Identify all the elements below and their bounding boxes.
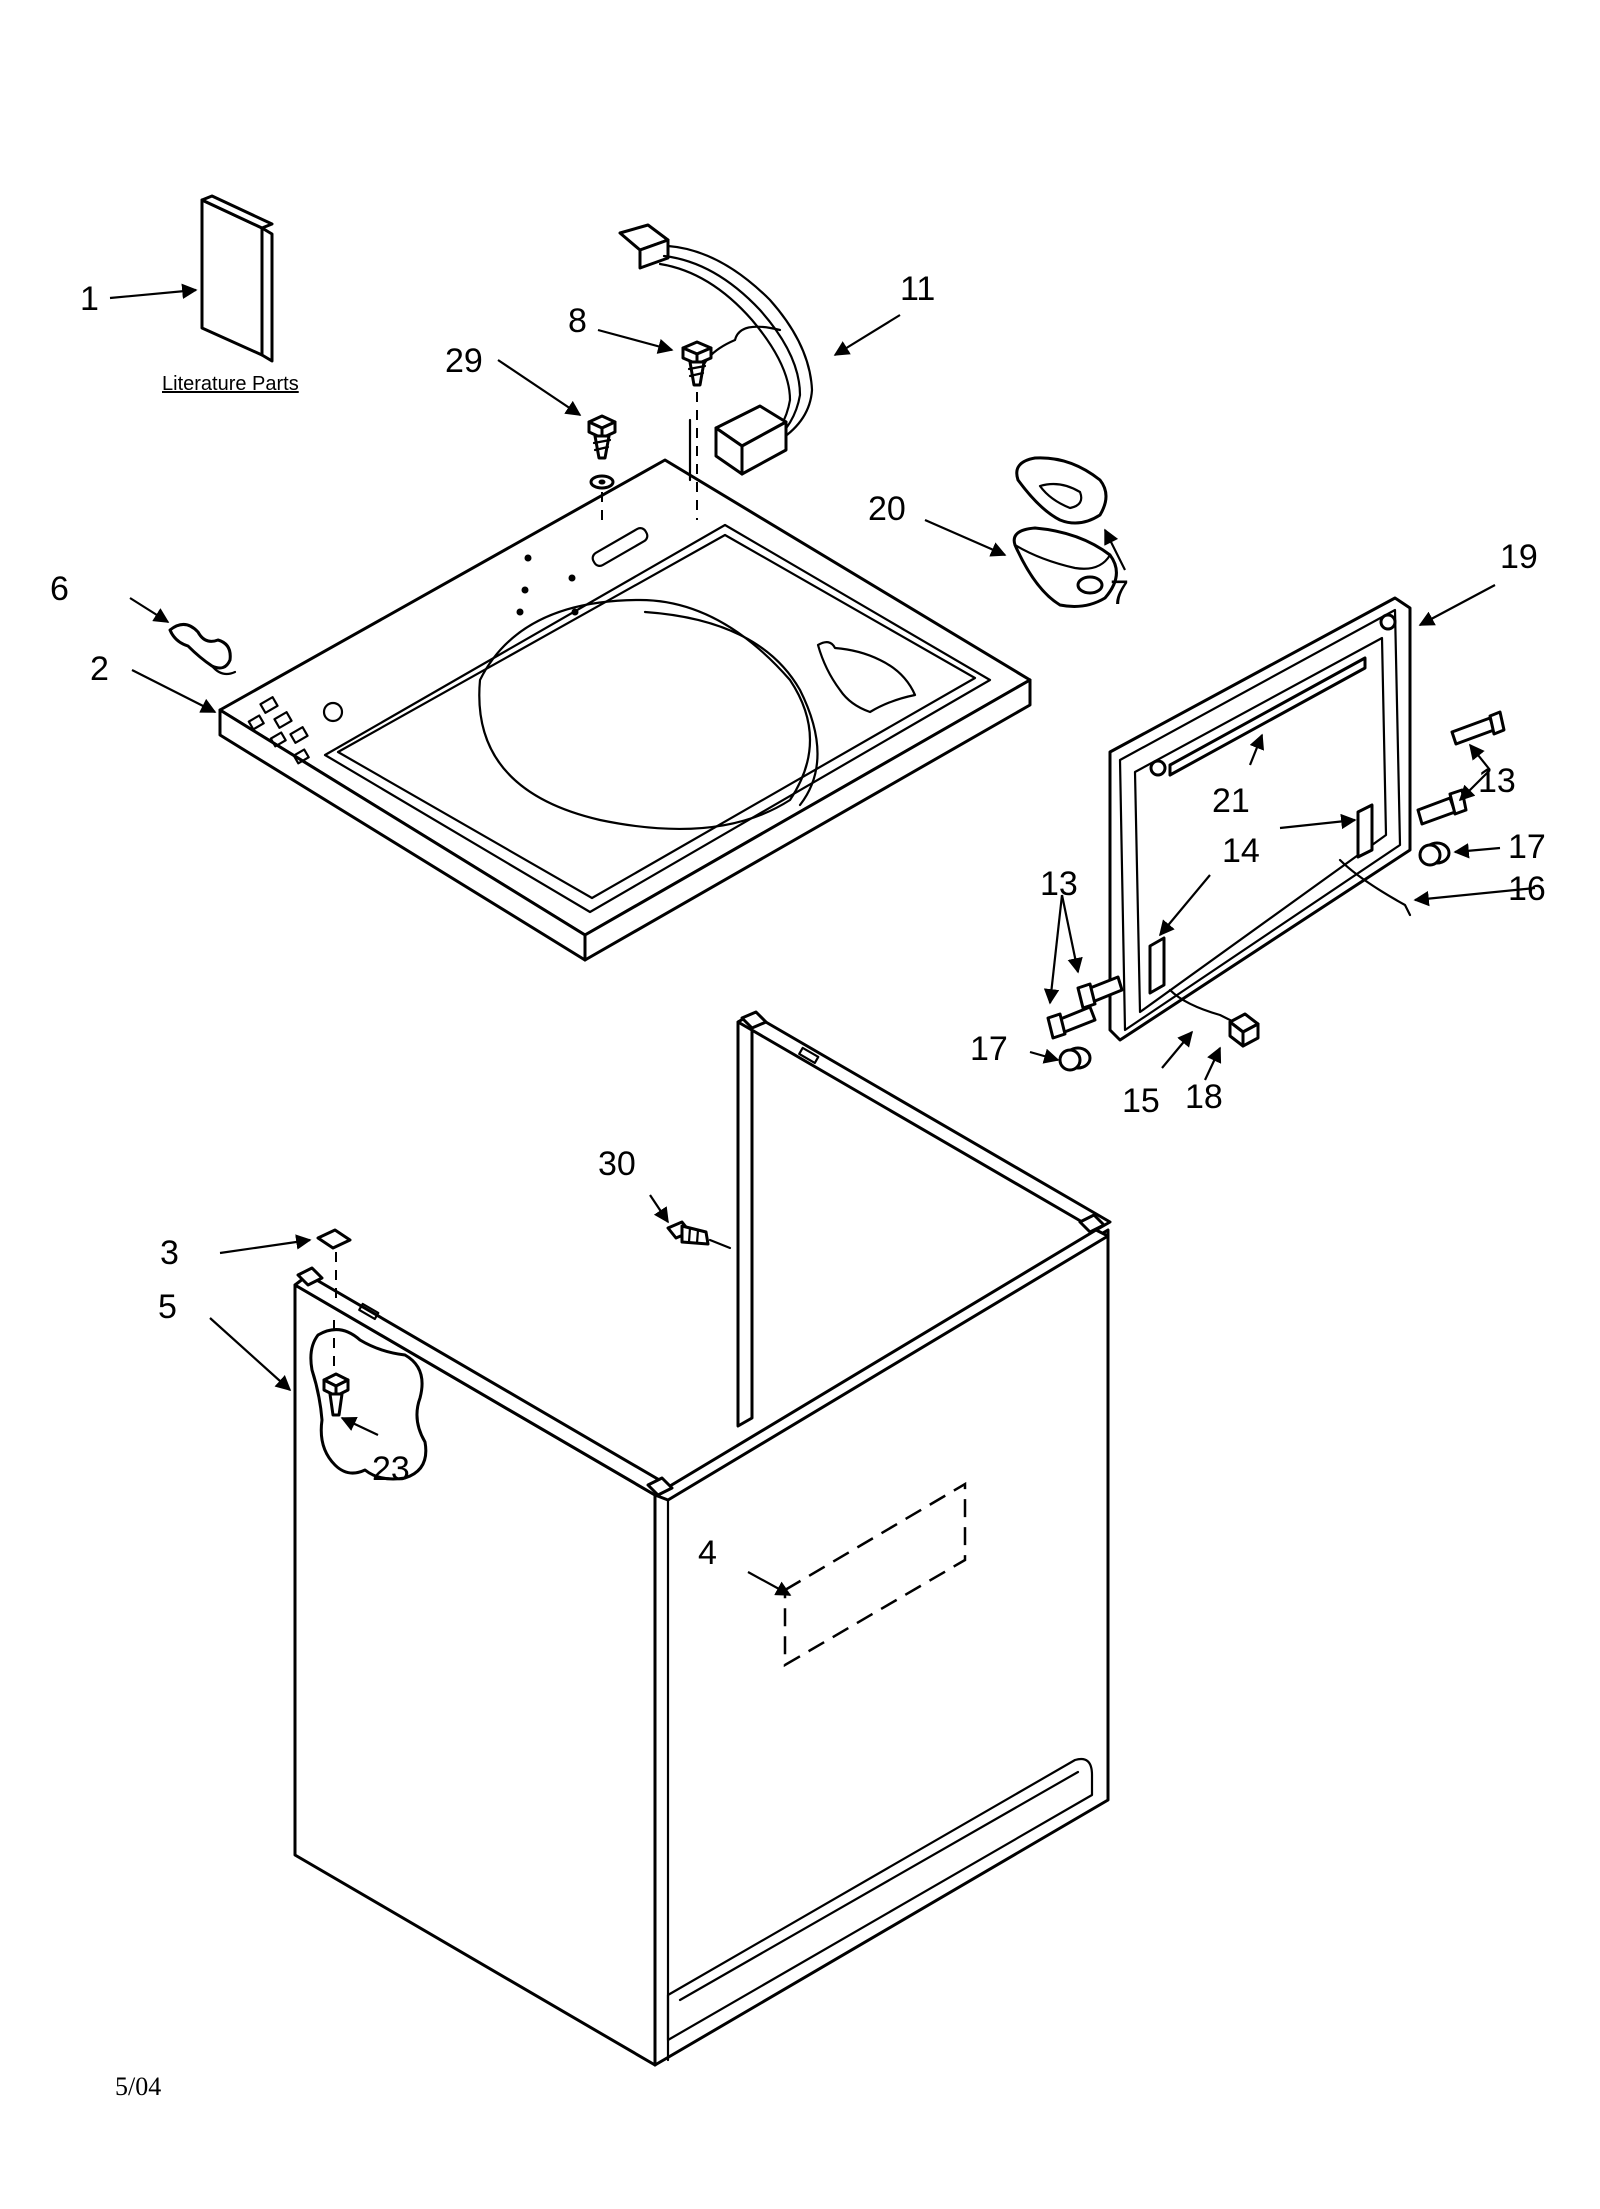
callout-6: 6 <box>50 570 69 608</box>
cabinet-cutaway-part-23 <box>309 1320 428 1481</box>
washer-top-panel <box>218 458 1032 962</box>
dispenser-cup-part-7 <box>1015 456 1108 525</box>
lid-switch-wire-harness <box>618 223 814 482</box>
callout-15: 15 <box>1122 1082 1160 1120</box>
literature-parts-booklet <box>200 194 274 363</box>
screw-part-13-lower-right <box>1416 788 1468 826</box>
revision-date: 5/04 <box>115 2072 161 2101</box>
callout-1: 1 <box>80 280 99 318</box>
callout-8: 8 <box>568 302 587 340</box>
callout-13-left: 13 <box>1040 865 1078 903</box>
screw-part-13-lower-left <box>1046 1005 1097 1040</box>
hinge-part-14-right <box>1356 803 1374 859</box>
callout-30: 30 <box>598 1145 636 1183</box>
callout-7: 7 <box>1110 574 1129 612</box>
screw-part-8 <box>681 340 713 520</box>
clip-part-3 <box>316 1228 352 1300</box>
bushing-part-17-right <box>1418 841 1451 867</box>
bushing-part-17-left <box>1058 1046 1092 1072</box>
literature-parts-label: Literature Parts <box>162 373 299 395</box>
hinge-part-14-left <box>1148 936 1166 995</box>
callout-17-left: 17 <box>970 1030 1008 1068</box>
callout-13-right: 13 <box>1478 762 1516 800</box>
callout-21: 21 <box>1212 782 1250 820</box>
dispenser-cup-part-20 <box>1012 526 1118 608</box>
screw-part-13-upper-right <box>1450 710 1506 746</box>
screw-part-29 <box>587 414 617 520</box>
callout-20: 20 <box>868 490 906 528</box>
lid-clip-part-6 <box>168 623 237 676</box>
washer-lid-part-19 <box>1108 596 1412 1042</box>
hinge-rod-part-16 <box>1338 858 1412 917</box>
bumper-part-18 <box>1228 1012 1260 1048</box>
callout-2: 2 <box>90 650 109 688</box>
callout-5: 5 <box>158 1288 177 1326</box>
callout-11: 11 <box>900 270 935 308</box>
callout-19: 19 <box>1500 538 1538 576</box>
callout-17-right: 17 <box>1508 828 1546 866</box>
washer-cabinet-part-5 <box>293 1010 1112 2067</box>
callout-4: 4 <box>698 1534 717 1572</box>
screw-part-30 <box>666 1220 732 1250</box>
callout-3: 3 <box>160 1234 179 1272</box>
lid-strip-part-21 <box>1168 656 1367 777</box>
callout-14: 14 <box>1222 832 1260 870</box>
leader-arrows <box>109 283 1536 1596</box>
screw-part-13-upper-left <box>1076 975 1124 1010</box>
callout-23: 23 <box>372 1450 410 1488</box>
hinge-rod-part-15 <box>1168 988 1242 1027</box>
callout-18: 18 <box>1185 1078 1223 1116</box>
callout-16: 16 <box>1508 870 1546 908</box>
label-area-part-4 <box>783 1481 967 1668</box>
callout-29: 29 <box>445 342 483 380</box>
